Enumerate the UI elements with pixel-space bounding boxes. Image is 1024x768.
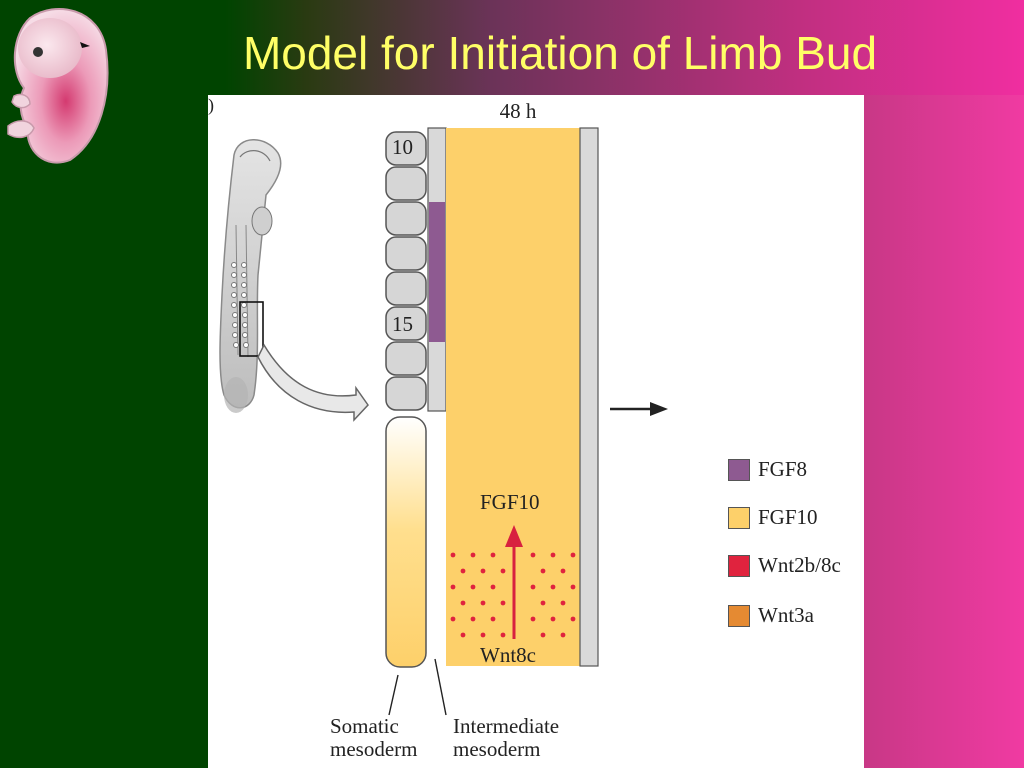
output-arrow (610, 402, 668, 416)
somatic-leader-line (388, 674, 399, 716)
legend-swatch-fgf8 (728, 459, 750, 481)
right-background-band (864, 95, 1024, 768)
embryo-sketch (219, 139, 369, 422)
legend-label-fgf8: FGF8 (758, 457, 808, 481)
limb-bud-figure: ) 48 h 10 15 FGF10 Wnt8c Somatic mesoder… (208, 95, 864, 768)
embryo-photo (7, 8, 109, 164)
lateral-border (579, 127, 599, 667)
legend-swatch-wnt2b-8c (728, 555, 750, 577)
fgf8-domain (429, 202, 445, 342)
legend-swatch-wnt3a (728, 605, 750, 627)
legend-label-wnt2b-8c: Wnt2b/8c (758, 553, 841, 577)
slide-title: Model for Initiation of Limb Bud (242, 27, 878, 79)
intermediate-leader-line (434, 658, 447, 716)
somite-label-first: 10 (392, 135, 413, 159)
wnt8c-gene-label: Wnt8c (480, 643, 536, 667)
wnt-dots (450, 552, 576, 638)
somatic-mesoderm-label: Somatic mesoderm (330, 715, 417, 761)
somatic-mesoderm-column (385, 416, 427, 668)
legend-label-wnt3a: Wnt3a (758, 603, 814, 627)
fgf10-gene-label: FGF10 (480, 490, 540, 514)
intermediate-label-line1: Intermediate (453, 714, 560, 738)
somite-label-last: 15 (392, 312, 413, 336)
somite-column (385, 131, 427, 411)
panel-mark: ) (208, 95, 214, 115)
figure-drawing (219, 127, 668, 716)
somatic-label-line1: Somatic (330, 714, 399, 738)
somatic-label-line2: mesoderm (330, 737, 418, 761)
induction-arrow (505, 525, 523, 639)
intermediate-mesoderm-label: Intermediate mesoderm (453, 715, 559, 761)
intermediate-label-line2: mesoderm (453, 737, 541, 761)
stage-label: 48 h (499, 99, 537, 123)
legend-label-fgf10: FGF10 (758, 505, 818, 529)
left-background-band (0, 95, 208, 768)
legend-swatch-fgf10 (728, 507, 750, 529)
